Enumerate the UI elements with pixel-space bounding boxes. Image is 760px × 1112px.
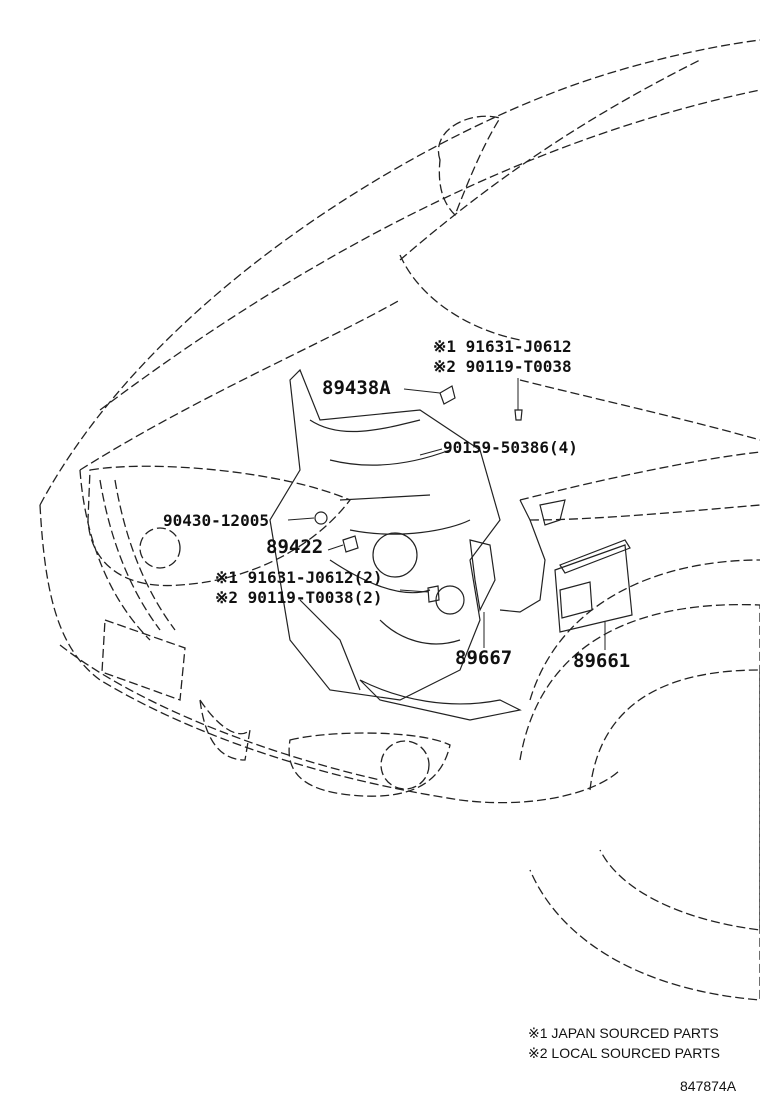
bolt-lower [427, 585, 440, 603]
door-line [529, 504, 760, 521]
bolt-top [439, 385, 456, 405]
callout-89667: 89667 [455, 647, 513, 669]
harness-bracket [469, 539, 496, 612]
cowl-line [519, 451, 760, 501]
ecu-bracket [539, 499, 566, 526]
wire-harness [499, 499, 546, 613]
grille-bars [99, 479, 176, 631]
license-plate [101, 619, 186, 701]
foglamp [380, 740, 430, 790]
a-pillar [399, 59, 701, 261]
tire-outer [519, 603, 760, 1001]
callout-89422: 89422 [266, 536, 324, 558]
bumper-lower [59, 644, 381, 781]
callout-90119-t0038: ※2 90119-T0038 [433, 357, 572, 376]
ecu-body [554, 544, 633, 633]
leader-89438a [403, 388, 441, 394]
grille-upper [79, 469, 151, 641]
foglamp-bezel [288, 732, 451, 797]
oil-pan [359, 679, 522, 721]
note-local-sourced: ※2 LOCAL SOURCED PARTS [528, 1045, 720, 1061]
diagram-code: 847874A [680, 1078, 737, 1094]
callout-89438a: 89438A [322, 377, 391, 399]
fender-arch [529, 559, 760, 701]
callout-89661: 89661 [573, 650, 631, 672]
callout-91631-j0612: ※1 91631-J0612 [433, 337, 572, 356]
windshield-lower [99, 89, 760, 411]
hood-line [399, 254, 521, 341]
bumper-upper [39, 504, 621, 804]
grille-opening [199, 699, 251, 761]
engine-manifold [309, 419, 471, 535]
roof-outline [39, 39, 760, 506]
pulley [372, 532, 418, 578]
hood-rear [519, 379, 760, 441]
leader-90159 [419, 448, 443, 456]
tire-inner [589, 669, 760, 931]
clamp-90119 [514, 409, 523, 421]
pulley-small [435, 585, 465, 615]
engine-block [269, 368, 501, 701]
hood-front-edge [79, 299, 401, 471]
sensor-89422 [342, 535, 359, 553]
mirror-outline [437, 115, 502, 217]
callout-90119-t0038-qty2: ※2 90119-T0038(2) [215, 588, 383, 607]
leader-89422 [327, 544, 344, 551]
note-japan-sourced: ※1 JAPAN SOURCED PARTS [528, 1025, 719, 1041]
headlamp-outline [87, 465, 352, 587]
engine-detail [299, 559, 461, 691]
washer-90430 [314, 511, 328, 525]
leader-90430 [287, 517, 315, 521]
callout-90159-50386: 90159-50386(4) [443, 438, 578, 457]
callout-91631-j0612-qty2: ※1 91631-J0612(2) [215, 568, 383, 587]
callout-90430-12005: 90430-12005 [163, 511, 269, 530]
headlamp-lens [139, 527, 181, 569]
ecu-top [559, 539, 631, 574]
leader-91631-low [399, 589, 429, 593]
ecu-connector [559, 581, 593, 619]
